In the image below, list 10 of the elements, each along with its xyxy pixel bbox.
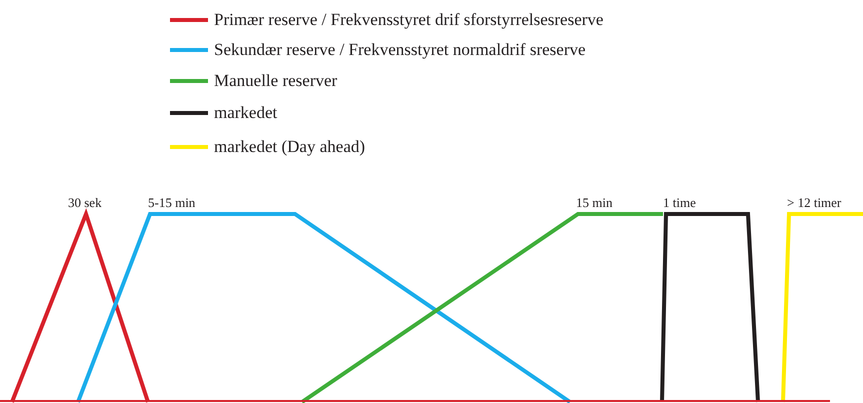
time-label: 1 time bbox=[663, 195, 696, 210]
legend-label: Manuelle reserver bbox=[214, 71, 338, 91]
legend-label: Primær reserve / Frekvensstyret drif sforstyrrelsesreserve bbox=[214, 10, 604, 30]
time-label: 15 min bbox=[576, 195, 612, 210]
time-label: 5-15 min bbox=[148, 195, 196, 210]
legend-label: Sekundær reserve / Frekvensstyret normaldrif sreserve bbox=[214, 40, 586, 60]
legend-label: markedet bbox=[214, 103, 278, 123]
time-label: 30 sek bbox=[68, 195, 102, 210]
legend-label: markedet (Day ahead) bbox=[214, 137, 366, 157]
time-label: > 12 timer bbox=[787, 195, 842, 210]
